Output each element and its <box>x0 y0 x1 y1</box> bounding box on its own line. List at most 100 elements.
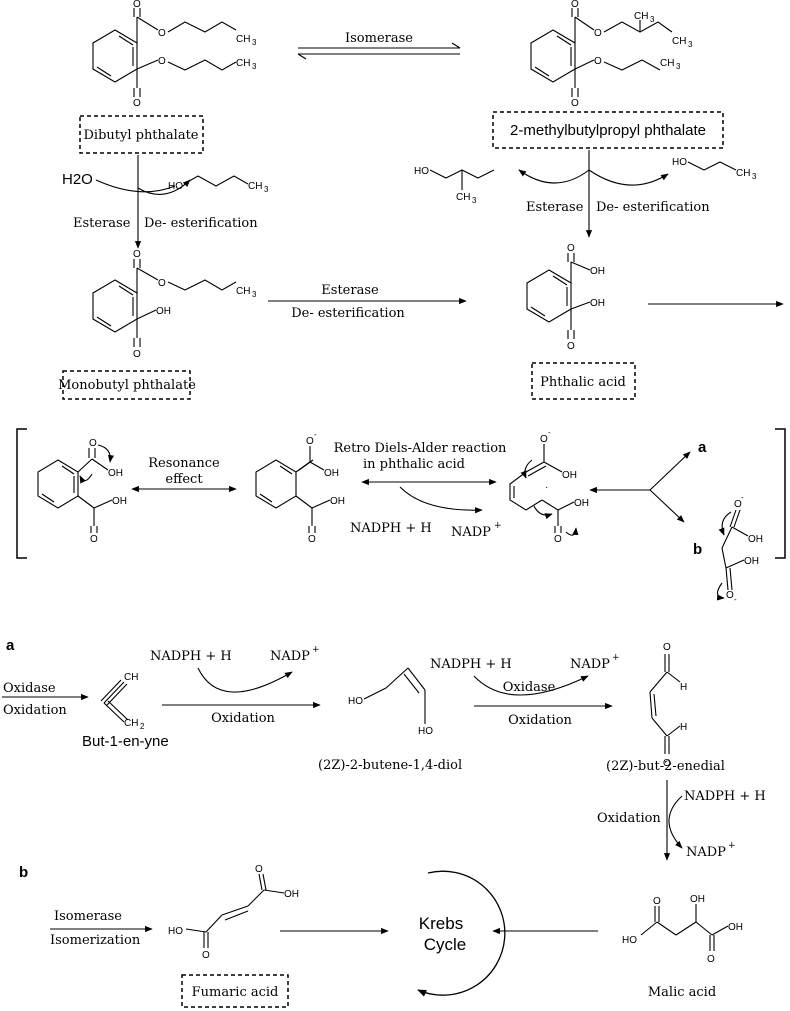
svg-text:OH: OH <box>108 468 123 479</box>
resonance-label-2: effect <box>165 472 203 487</box>
svg-text:3: 3 <box>264 185 269 194</box>
svg-text:O: O <box>554 534 562 545</box>
nadph-label-3: NADPH + H <box>684 789 766 804</box>
svg-text:CH: CH <box>736 168 750 179</box>
svg-text:CH: CH <box>248 181 262 192</box>
svg-text:3: 3 <box>752 172 757 181</box>
svg-text:3: 3 <box>472 196 477 205</box>
retro-label-1: Retro Diels-Alder reaction <box>334 441 507 456</box>
isomerase-label-b: Isomerase <box>54 909 122 924</box>
monobutyl-phthalate-label: Monobutyl phthalate <box>58 378 196 393</box>
mechanism-brackets <box>16 428 786 559</box>
nadp-sup-3: + <box>728 841 736 851</box>
right-de-esterification-label: De- esterification <box>596 200 710 215</box>
svg-text:CH: CH <box>456 192 470 203</box>
water-label: H2O <box>62 171 93 188</box>
entry-oxidation-label: Oxidation <box>3 703 67 718</box>
entry-oxidase-label: Oxidase <box>3 681 56 696</box>
svg-text:O: O <box>158 28 166 39</box>
svg-text:O: O <box>663 758 671 769</box>
svg-text:O: O <box>540 434 548 445</box>
svg-text:O: O <box>89 438 97 449</box>
branch-a-marker: a <box>698 439 707 456</box>
svg-text:OH: OH <box>562 470 577 481</box>
svg-text:O: O <box>567 341 575 352</box>
svg-text:OH: OH <box>112 496 127 507</box>
svg-text:O: O <box>707 954 715 965</box>
svg-text:O: O <box>158 56 166 67</box>
svg-text:O: O <box>734 499 742 510</box>
mechanism-phthalic-acid: O OH OH O <box>37 438 127 545</box>
svg-text:O: O <box>133 349 141 360</box>
svg-text:HO: HO <box>622 935 637 946</box>
svg-text:O: O <box>594 56 602 67</box>
nadph-cofactor-arrow-3 <box>668 795 683 849</box>
oxidation-label-2: Oxidation <box>508 713 572 728</box>
svg-text:3: 3 <box>252 62 257 71</box>
butene-diol-label: (2Z)-2-butene-1,4-diol <box>318 758 462 773</box>
krebs-cycle-arrow <box>417 870 506 997</box>
svg-text:2: 2 <box>140 722 145 731</box>
svg-text:-: - <box>314 430 317 439</box>
svg-text:CH: CH <box>236 34 250 45</box>
svg-text:O: O <box>133 0 141 10</box>
svg-text:OH: OH <box>590 266 605 277</box>
svg-text:H: H <box>680 722 687 733</box>
svg-text:3: 3 <box>676 62 681 71</box>
svg-text:·: · <box>545 482 548 493</box>
svg-text:3: 3 <box>650 15 655 24</box>
left-de-esterification-arrows <box>95 155 191 249</box>
nadph-label-1: NADPH + H <box>150 649 232 664</box>
resonance-label-1: Resonance <box>148 456 220 471</box>
methylbutylpropyl-phthalate-label: 2-methylbutylpropyl phthalate <box>510 122 706 139</box>
nadp-label-2: NADP <box>570 657 610 672</box>
svg-text:O: O <box>133 249 141 260</box>
butene-diol-structure: HO HO <box>348 667 433 737</box>
svg-text:CH: CH <box>236 286 250 297</box>
nadph-consumption-arrow <box>399 486 483 514</box>
svg-text:O: O <box>567 243 575 254</box>
dibutyl-phthalate-box <box>79 115 204 154</box>
svg-text:HO: HO <box>168 926 183 937</box>
svg-text:CH: CH <box>124 718 138 729</box>
nadp-sup-mechanism: + <box>494 521 502 531</box>
phthalic-acid-label: Phthalic acid <box>540 375 626 390</box>
fumaric-acid-structure: O OH HO O <box>168 864 299 961</box>
svg-text:O: O <box>653 896 661 907</box>
isomerase-equilibrium <box>297 42 461 60</box>
left-esterase-label: Esterase <box>73 216 131 231</box>
malic-acid-structure: O HO OH OH O <box>622 894 743 965</box>
nadph-cofactor-arrow-2 <box>473 675 589 696</box>
svg-text:HO: HO <box>414 166 429 177</box>
nadp-label-1: NADP <box>270 649 310 664</box>
svg-text:O: O <box>594 28 602 39</box>
svg-text:O: O <box>202 950 210 961</box>
phthalic-acid-box <box>531 362 636 400</box>
nadp-sup-2: + <box>612 653 620 663</box>
but-2-enedial-label: (2Z)-but-2-enedial <box>606 759 725 774</box>
svg-text:3: 3 <box>688 40 693 49</box>
svg-text:O: O <box>306 436 314 447</box>
but-2-enedial-structure: O H H O <box>649 642 687 769</box>
svg-text:CH: CH <box>236 58 250 69</box>
svg-text:OH: OH <box>590 298 605 309</box>
krebs-label-2: Cycle <box>424 935 467 954</box>
fumaric-acid-label: Fumaric acid <box>192 985 279 1000</box>
svg-text:CH: CH <box>124 672 138 683</box>
svg-text:OH: OH <box>748 534 763 545</box>
svg-text:-: - <box>741 493 744 502</box>
svg-text:CH: CH <box>634 11 648 22</box>
svg-text:O: O <box>571 98 579 109</box>
split-arrow-b <box>649 489 685 523</box>
branch-b-heading: b <box>19 864 28 881</box>
svg-text:HO: HO <box>672 157 687 168</box>
nadp-sup-1: + <box>312 645 320 655</box>
left-de-esterification-label: De- esterification <box>144 216 258 231</box>
